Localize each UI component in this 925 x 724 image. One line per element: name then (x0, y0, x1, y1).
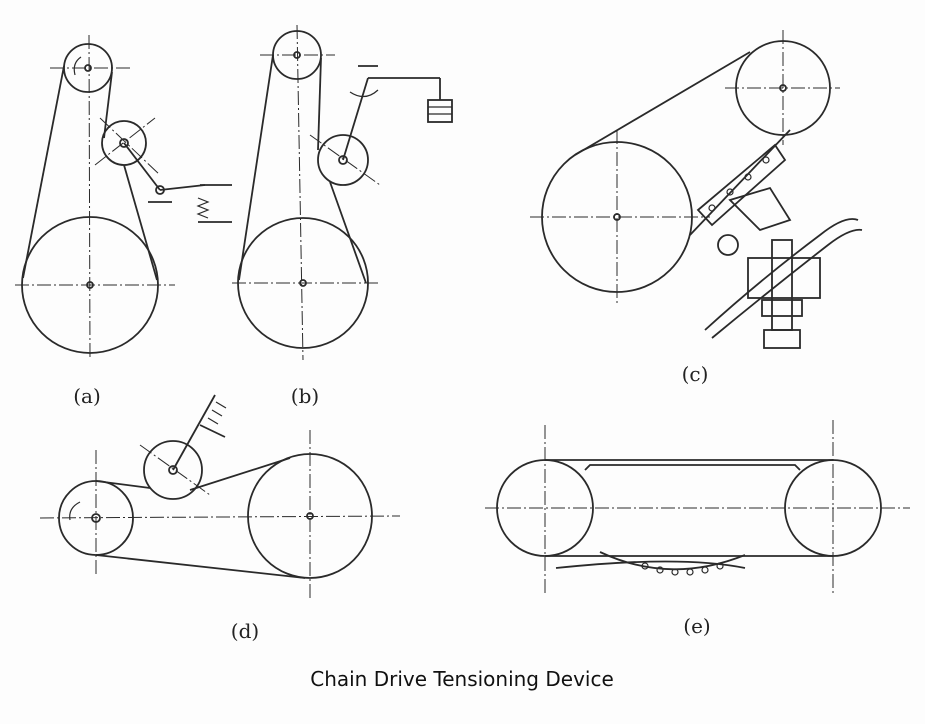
panel-a-spring-tensioner (15, 34, 232, 361)
panel-label-b: (b) (290, 384, 320, 408)
panel-b-weight-tensioner (232, 24, 453, 361)
figure-caption: Chain Drive Tensioning Device (310, 667, 614, 691)
panel-d-idler-tensioner (39, 394, 401, 600)
panel-e-guide-rail-tensioner (485, 420, 910, 595)
panel-label-e: (e) (683, 614, 711, 638)
panel-c-shoe-tensioner (530, 30, 863, 349)
panel-label-d: (d) (230, 619, 260, 643)
panel-label-a: (a) (73, 384, 101, 408)
panel-label-c: (c) (681, 362, 709, 386)
